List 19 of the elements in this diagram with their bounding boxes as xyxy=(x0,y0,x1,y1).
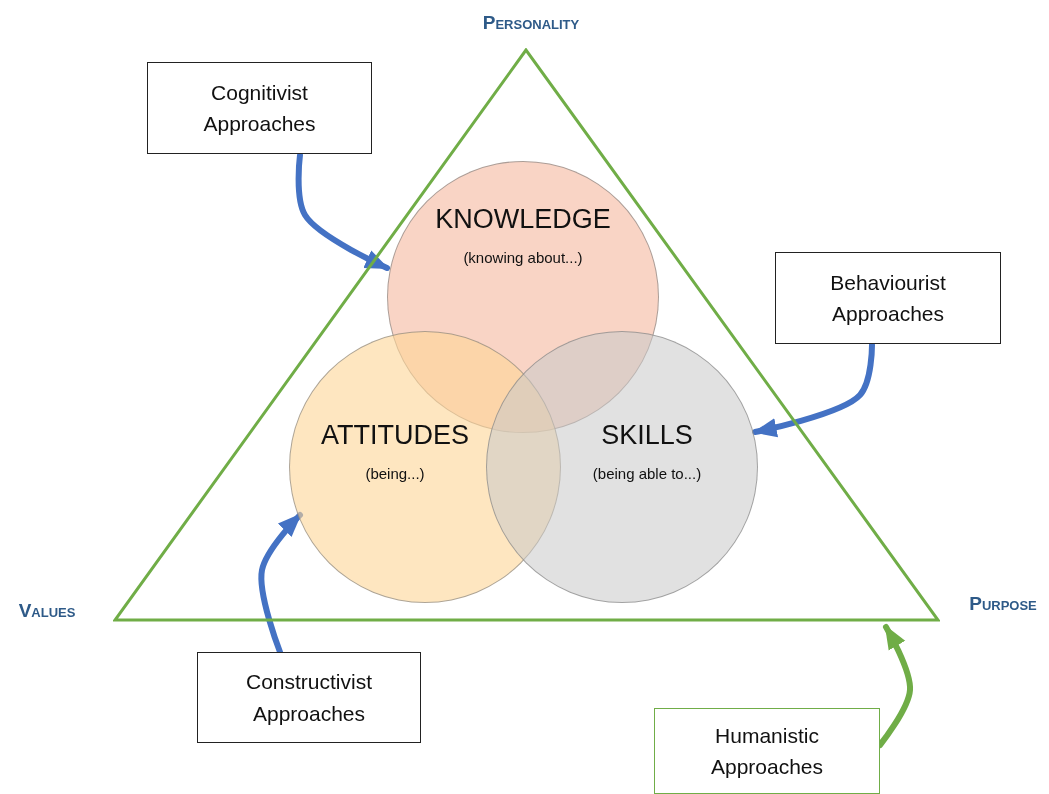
circle-title: ATTITUDES xyxy=(321,420,469,451)
box-text: Cognitivist Approaches xyxy=(202,79,317,137)
box-text: Humanistic Approaches xyxy=(709,722,825,780)
circle-title: KNOWLEDGE xyxy=(435,204,611,235)
circle-subtitle: (knowing about...) xyxy=(463,249,583,266)
circle-subtitle: (being...) xyxy=(365,465,425,482)
circle-subtitle: (being able to...) xyxy=(592,465,702,482)
corner-label: Personality xyxy=(482,12,580,34)
box-text: Behaviourist Approaches xyxy=(829,269,947,327)
curved-arrow xyxy=(295,152,390,271)
circle-title: SKILLS xyxy=(601,420,693,451)
corner-label: Values xyxy=(18,600,76,622)
approach-box xyxy=(197,652,421,743)
approach-box xyxy=(147,62,372,154)
approach-box xyxy=(654,708,880,794)
corner-label: Purpose xyxy=(969,593,1037,615)
box-text: Constructivist Approaches xyxy=(245,669,373,727)
approach-box xyxy=(775,252,1001,344)
curved-arrow xyxy=(752,342,875,438)
